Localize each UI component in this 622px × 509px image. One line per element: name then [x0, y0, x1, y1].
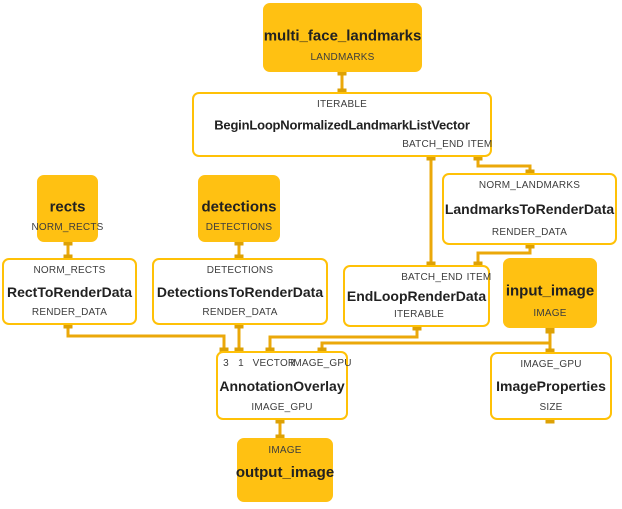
port-pin: [545, 324, 555, 334]
port-label-batch-end: BATCH_END: [402, 139, 464, 150]
port-label-batch-end: BATCH_END: [401, 272, 463, 283]
port-label-render-data: RENDER_DATA: [202, 307, 278, 318]
node-detections[interactable]: detections DETECTIONS: [198, 175, 280, 242]
port-label-detections: DETECTIONS: [205, 222, 273, 233]
port-label-item: ITEM: [466, 272, 492, 283]
node-rect-to-render-data[interactable]: NORM_RECTS RectToRenderData RENDER_DATA: [2, 258, 137, 325]
port-label-render-data: RENDER_DATA: [491, 227, 568, 238]
port-label-image-gpu: IMAGE_GPU: [290, 358, 352, 369]
port-label-iterable: ITERABLE: [394, 309, 444, 320]
node-title: DetectionsToRenderData: [156, 283, 324, 300]
node-rects[interactable]: rects NORM_RECTS: [31, 175, 103, 242]
port-label-detections: DETECTIONS: [206, 265, 274, 276]
node-title: detections: [201, 197, 277, 215]
node-landmarks-to-render-data[interactable]: NORM_LANDMARKS LandmarksToRenderData REN…: [442, 173, 617, 245]
node-title: output_image: [235, 464, 335, 482]
node-input-image[interactable]: input_image IMAGE: [503, 258, 597, 328]
port-label-image-gpu-out: IMAGE_GPU: [251, 402, 313, 413]
port-label-image-gpu: IMAGE_GPU: [520, 359, 582, 370]
node-output-image[interactable]: IMAGE output_image: [235, 438, 335, 502]
port-label-norm-rects: NORM_RECTS: [31, 222, 104, 233]
node-title: AnnotationOverlay: [219, 377, 345, 394]
edge-renderdata-to-port3: [66, 322, 226, 354]
node-image-properties[interactable]: IMAGE_GPU ImageProperties SIZE: [490, 352, 612, 420]
node-title: rects: [49, 197, 86, 215]
port-label-image: IMAGE: [268, 445, 302, 456]
node-title: ImageProperties: [496, 378, 606, 394]
node-multi-face-landmarks[interactable]: multi_face_landmarks LANDMARKS: [263, 3, 422, 72]
node-detections-to-render-data[interactable]: DETECTIONS DetectionsToRenderData RENDER…: [152, 258, 328, 325]
edge-iterable-to-vector: [268, 324, 419, 354]
port-label-image: IMAGE: [533, 308, 567, 319]
node-annotation-overlay[interactable]: 3 1 VECTOR IMAGE_GPU AnnotationOverlay I…: [216, 351, 352, 420]
port-label-render-data: RENDER_DATA: [31, 307, 108, 318]
node-end-loop-render-data[interactable]: BATCH_END ITEM EndLoopRenderData ITERABL…: [343, 265, 492, 327]
port-label-size: SIZE: [539, 402, 563, 413]
port-label-item: ITEM: [467, 139, 493, 150]
port-label-norm-landmarks: NORM_LANDMARKS: [478, 180, 581, 191]
port-label-iterable: ITERABLE: [317, 99, 367, 110]
port-label-3: 3: [223, 358, 229, 369]
node-begin-loop-normalized-landmark-list-vector[interactable]: ITERABLE BeginLoopNormalizedLandmarkList…: [192, 92, 492, 157]
node-title: LandmarksToRenderData: [444, 201, 615, 217]
node-title: RectToRenderData: [7, 283, 132, 300]
node-title: multi_face_landmarks: [263, 26, 422, 44]
port-label-vector: VECTOR: [252, 358, 296, 369]
node-title: BeginLoopNormalizedLandmarkListVector: [214, 117, 470, 132]
port-label-landmarks: LANDMARKS: [310, 52, 375, 63]
port-label-1: 1: [238, 358, 244, 369]
node-title: input_image: [505, 282, 595, 300]
node-title: EndLoopRenderData: [346, 288, 487, 304]
port-label-norm-rects: NORM_RECTS: [33, 265, 106, 276]
